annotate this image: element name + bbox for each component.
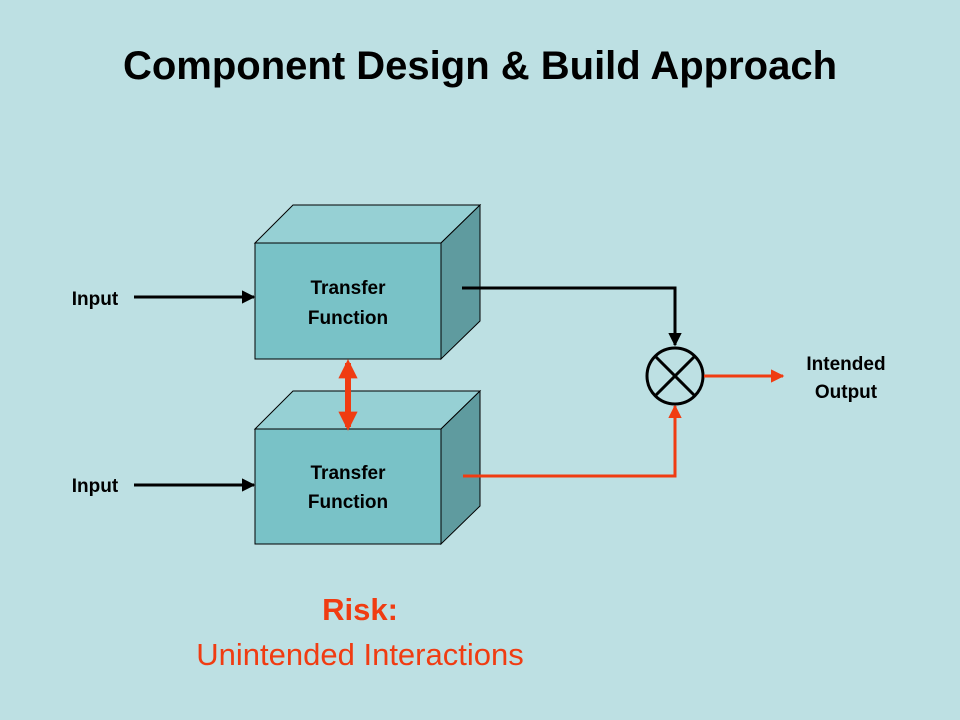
box-label-line1: Transfer (311, 278, 387, 299)
slide-title: Component Design & Build Approach (122, 44, 838, 88)
transfer-function-box-top: Transfer Function (253, 203, 482, 361)
box-front-face (254, 242, 442, 360)
transfer-function-box-bottom: Transfer Function (253, 389, 482, 546)
output-path-top (462, 286, 682, 347)
box-front-face (254, 428, 442, 545)
box-label-line2: Function (308, 308, 388, 329)
summing-junction-icon (645, 346, 705, 406)
output-path-bottom (463, 404, 682, 478)
output-label-line1: Intended (806, 354, 885, 375)
output-label-line2: Output (815, 382, 878, 403)
risk-label: Risk: (322, 592, 398, 627)
box-label-line1: Transfer (311, 463, 387, 484)
risk-text: Unintended Interactions (196, 637, 524, 672)
input-label-bottom: Input (72, 476, 119, 497)
box-label-line2: Function (308, 492, 388, 513)
input-label-top: Input (72, 289, 119, 310)
